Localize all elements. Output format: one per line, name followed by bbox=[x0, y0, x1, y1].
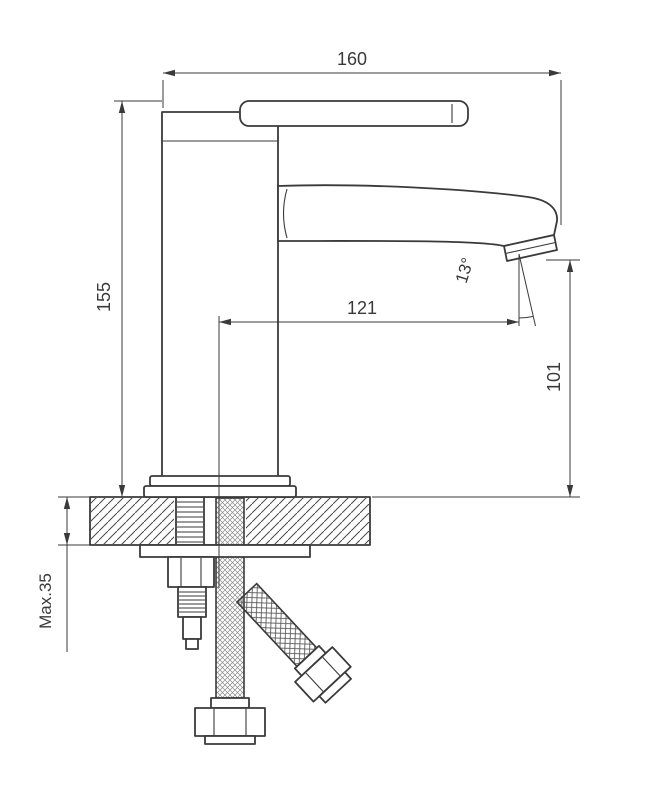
dimension-labels: 160 155 121 101 13° Max.35 bbox=[36, 49, 564, 629]
dimension-overall-width bbox=[162, 69, 562, 225]
dim-label-spout-reach: 121 bbox=[347, 298, 377, 318]
faucet bbox=[143, 100, 558, 498]
mounting-shank bbox=[175, 496, 205, 546]
mounting-flange bbox=[139, 544, 311, 558]
dimension-max-thickness bbox=[58, 496, 90, 652]
mounting-nut bbox=[167, 556, 215, 588]
dim-label-spout-angle: 13° bbox=[452, 255, 478, 285]
counter-hatch-right bbox=[246, 498, 369, 544]
dim-label-outlet-height: 101 bbox=[544, 362, 564, 392]
dimensions bbox=[58, 69, 580, 652]
dim-label-max-thickness: Max.35 bbox=[36, 573, 55, 629]
dim-label-overall-width: 160 bbox=[337, 49, 367, 69]
faucet-base-plate bbox=[143, 485, 297, 498]
threaded-rod bbox=[177, 586, 207, 650]
dim-label-total-height: 155 bbox=[94, 282, 114, 312]
supply-hose-angled bbox=[235, 582, 352, 704]
dimension-spout-reach bbox=[218, 316, 519, 588]
faucet-spout bbox=[277, 184, 558, 247]
dimension-total-height bbox=[112, 100, 162, 498]
faucet-base bbox=[149, 475, 291, 487]
dimension-spout-angle bbox=[518, 253, 536, 327]
counter-hatch-left bbox=[91, 498, 174, 544]
dimension-outlet-height bbox=[372, 259, 580, 498]
faucet-body bbox=[161, 111, 279, 478]
faucet-lever-handle bbox=[239, 100, 469, 127]
